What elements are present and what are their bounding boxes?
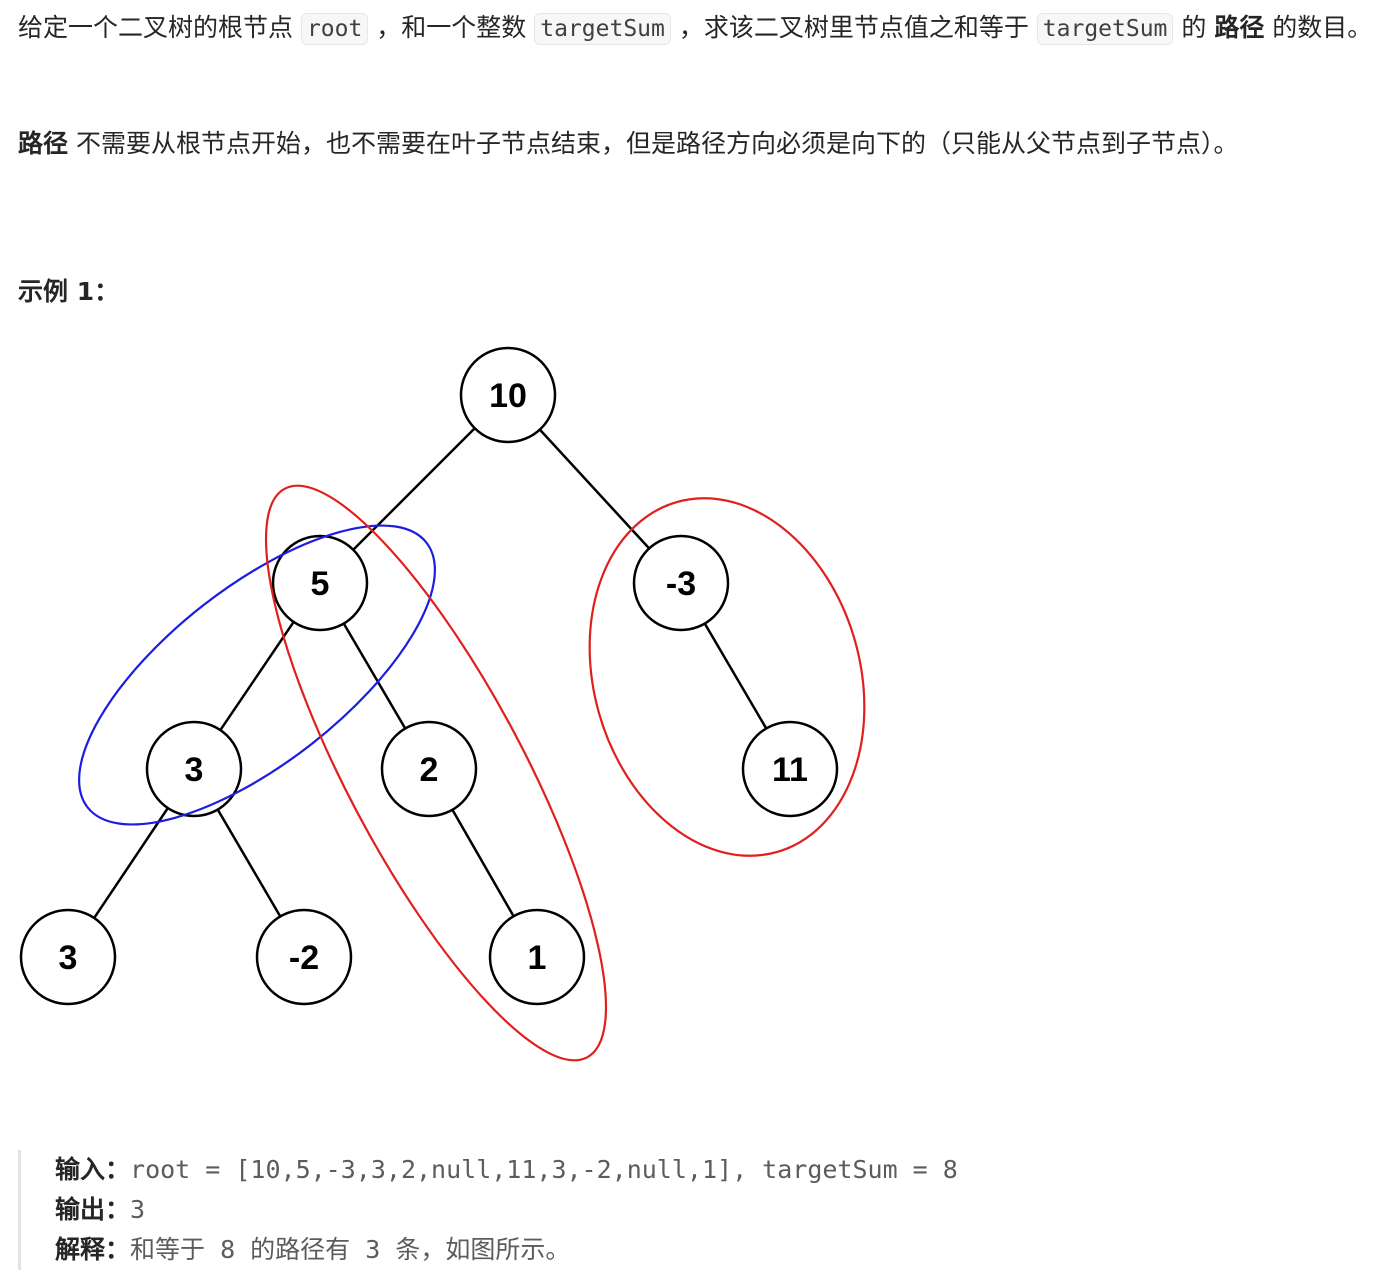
tree-node [19,908,117,1006]
code-root: root [300,13,369,45]
tree-node-value: 11 [772,751,808,789]
code-targetsum: targetSum [534,13,671,45]
tree-node-value: 5 [311,565,330,603]
problem-paragraph-1: 给定一个二叉树的根节点 root ，和一个整数 targetSum ，求该二叉树… [18,7,1378,50]
input-value: root = [10,5,-3,3,2,null,11,3,-2,null,1]… [130,1155,958,1184]
text: 不需要从根节点开始，也不需要在叶子节点结束，但是路径方向必须是向下的（只能从父节… [68,129,1239,158]
tree-node-value: -2 [289,939,319,977]
tree-node-value: 10 [489,377,527,415]
explain-line: 解释：和等于 8 的路径有 3 条，如图所示。 [55,1230,1255,1270]
tree-node [632,534,730,632]
tree-node [459,346,557,444]
binary-tree-figure: 10 5 -3 3 2 11 3 -2 1 [19,346,866,1062]
tree-node [380,720,478,818]
tree-node-value: 3 [59,939,78,977]
example-block: 输入：root = [10,5,-3,3,2,null,11,3,-2,null… [18,1150,1255,1270]
output-value: 3 [130,1195,146,1224]
tree-node [145,720,243,818]
explain-label: 解释： [55,1235,131,1264]
bold-term: 路径 [1214,13,1265,42]
code-targetsum: targetSum [1036,13,1174,45]
text: ，和一个整数 [368,13,535,42]
text: ，求该二叉树里节点值之和等于 [670,13,1037,42]
tree-node-value: 2 [420,751,439,789]
text: 的 [1173,13,1215,42]
tree-node-value: 1 [528,939,547,977]
input-line: 输入：root = [10,5,-3,3,2,null,11,3,-2,null… [55,1150,1255,1190]
explain-value: 和等于 8 的路径有 3 条，如图所示。 [130,1235,571,1264]
text: 给定一个二叉树的根节点 [18,13,301,42]
output-line: 输出：3 [55,1190,1255,1230]
bold-term: 路径 [18,129,69,158]
path-highlight-ellipse [78,524,436,826]
tree-node-value: -3 [666,565,696,603]
input-label: 输入： [55,1155,131,1184]
tree-node [271,534,369,632]
tree-node-value: 3 [185,751,204,789]
example-title: 示例 1： [18,277,120,306]
tree-node [488,908,586,1006]
problem-paragraph-2: 路径 不需要从根节点开始，也不需要在叶子节点结束，但是路径方向必须是向下的（只能… [18,123,1378,165]
output-label: 输出： [55,1195,131,1224]
text: 的数目。 [1264,13,1373,42]
path-highlight-ellipse [588,497,866,857]
tree-node [741,720,839,818]
tree-node [255,908,353,1006]
path-highlight-ellipse [264,484,608,1062]
